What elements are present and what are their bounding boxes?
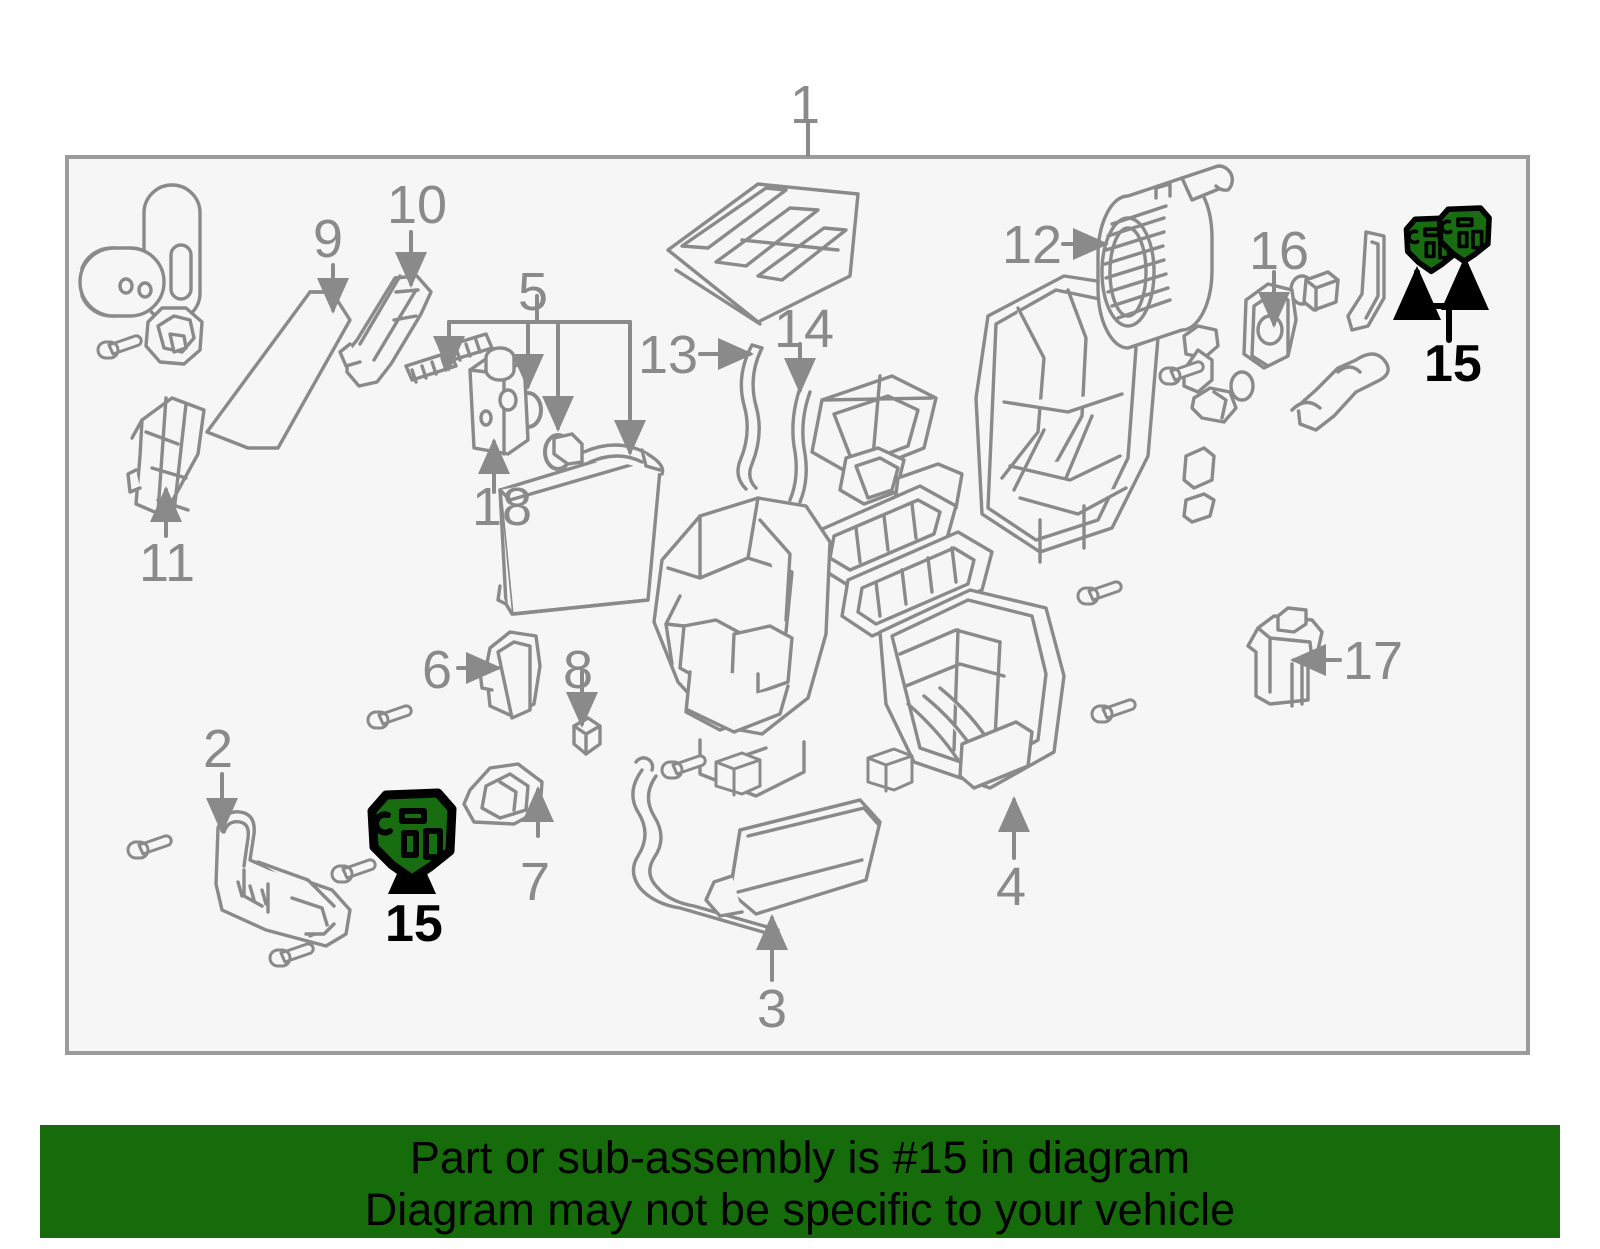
callout-14: 14 bbox=[774, 299, 835, 359]
callout-2: 2 bbox=[203, 719, 234, 779]
parts-diagram: 1 2 3 4 5 6 7 8 9 10 11 12 13 14 15 15 1… bbox=[65, 75, 1530, 1055]
callout-11: 11 bbox=[139, 533, 196, 593]
banner-line-2: Diagram may not be specific to your vehi… bbox=[364, 1184, 1236, 1235]
callout-12: 12 bbox=[1002, 215, 1063, 275]
callout-10: 10 bbox=[387, 175, 448, 235]
callout-1: 1 bbox=[790, 75, 821, 135]
callout-8: 8 bbox=[563, 640, 594, 700]
callout-15-right: 15 bbox=[1424, 335, 1482, 393]
callout-17: 17 bbox=[1343, 631, 1404, 691]
diagram-border-box bbox=[65, 155, 1530, 1055]
callout-9: 9 bbox=[313, 209, 344, 269]
callout-5: 5 bbox=[518, 262, 549, 322]
callout-18: 18 bbox=[472, 477, 533, 537]
callout-7: 7 bbox=[520, 852, 551, 912]
callout-4: 4 bbox=[996, 857, 1027, 917]
callout-15-left: 15 bbox=[385, 895, 443, 953]
callout-16: 16 bbox=[1249, 221, 1310, 281]
callout-6: 6 bbox=[422, 640, 453, 700]
callout-3: 3 bbox=[757, 979, 788, 1039]
info-banner: Part or sub-assembly is #15 in diagram D… bbox=[40, 1125, 1560, 1238]
banner-line-1: Part or sub-assembly is #15 in diagram bbox=[409, 1132, 1191, 1183]
callout-13: 13 bbox=[638, 325, 699, 385]
